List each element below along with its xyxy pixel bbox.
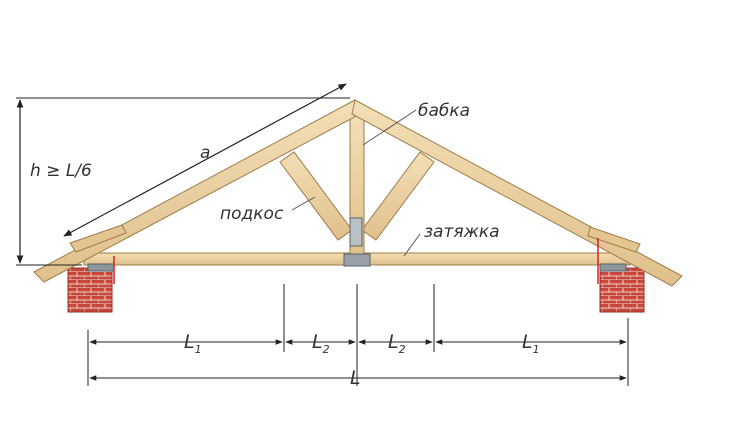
right-brick-support: [599, 267, 645, 313]
babka-leader: [362, 109, 417, 146]
right-bracket: [599, 263, 627, 272]
l1-left-label: L1: [184, 331, 202, 356]
tie-plate: [343, 253, 371, 267]
total-label: L: [350, 367, 361, 389]
l1-right-label: L1: [522, 331, 540, 356]
podkos-leader: [291, 196, 316, 211]
height-label: h ≥ L/6: [30, 161, 92, 181]
podkos-label: подкос: [220, 204, 284, 224]
zatyazhka-label: затяжка: [424, 222, 500, 242]
zatyazhka-leader: [403, 233, 421, 257]
right-rafter-block: [587, 226, 641, 253]
left-strut: [279, 151, 353, 241]
l2-right-label: L2: [388, 331, 406, 356]
bolt-icon: [349, 217, 363, 247]
babka-label: бабка: [418, 101, 470, 121]
right-strut: [361, 151, 435, 241]
rafter-label: a: [200, 143, 210, 163]
left-bracket: [87, 263, 115, 272]
l2-left-label: L2: [312, 331, 330, 356]
left-brick-support: [67, 267, 113, 313]
rafter-dim-line: [63, 83, 347, 237]
